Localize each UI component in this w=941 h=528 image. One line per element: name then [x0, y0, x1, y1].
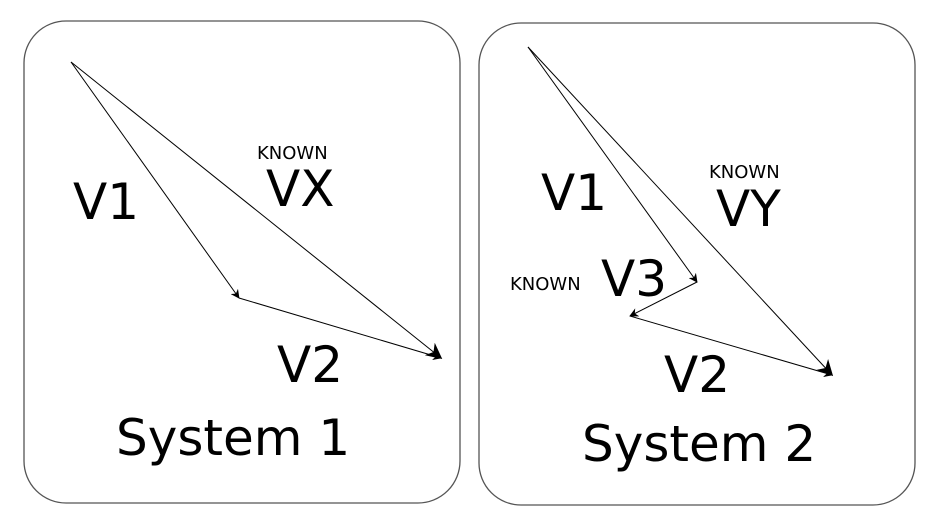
panel-1-label-vx: VX: [266, 160, 334, 218]
panel-2-known-tag-vy: KNOWN: [709, 162, 780, 183]
panel-2-vector-v1: [527, 46, 698, 283]
panel-1-border: [23, 20, 461, 504]
panel-1-known-tag-vx: KNOWN: [257, 143, 328, 164]
panel-2-label-v1: V1: [541, 164, 607, 222]
panel-2-known-tag-v3: KNOWN: [510, 274, 581, 295]
panel-1-vector-v1: [70, 61, 240, 299]
panel-2-vector-v3: [629, 281, 698, 317]
panel-1-label-v2: V2: [277, 336, 343, 394]
panel-2-label-v3: V3: [601, 250, 667, 308]
panel-1-vector-vx: [70, 61, 443, 359]
panel-2-title: System 2: [582, 415, 816, 473]
panel-1-label-v1: V1: [73, 173, 139, 231]
panel-1-title: System 1: [116, 409, 350, 467]
panel-1-vector-v2: [238, 297, 442, 361]
panel-system-2: V1 KNOWN V3 V2 KNOWN VY System 2: [478, 22, 916, 506]
panel-2-label-vy: VY: [716, 180, 781, 238]
panel-2-vector-v2: [629, 315, 833, 378]
panel-system-1: V1 V2 KNOWN VX System 1: [23, 20, 461, 504]
panel-2-border: [478, 22, 916, 506]
panel-2-label-v2: V2: [664, 346, 730, 404]
panel-2-vector-vy: [527, 46, 834, 377]
